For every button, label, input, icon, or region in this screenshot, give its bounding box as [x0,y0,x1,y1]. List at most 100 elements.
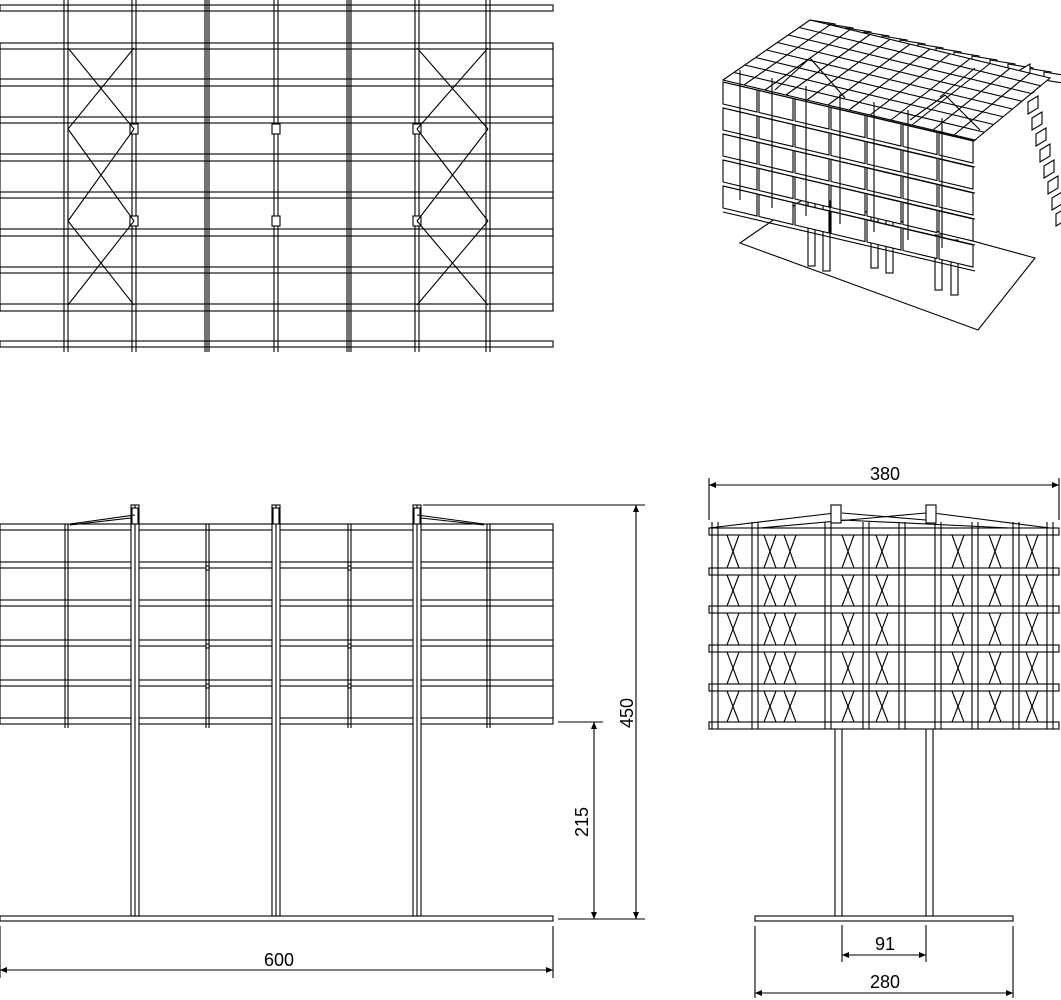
plan-brace [67,47,135,130]
side-louvre [789,690,797,707]
side-louvre [783,574,791,591]
side-louvre [763,534,771,552]
iso-tie [909,94,946,121]
side-louvre [951,667,959,685]
side-louvre [783,534,791,552]
dimension-arrow [709,482,716,488]
plan-beam [0,42,554,50]
plan-view [0,0,554,352]
side-louvre [732,534,740,552]
side-louvre [951,651,959,669]
side-louvre [881,628,889,646]
dimension-side-base-width: 280 [870,972,900,992]
side-louvre [841,690,849,707]
side-louvre [847,612,855,630]
side-louvre [994,574,1002,591]
side-louvre [732,690,740,707]
side-louvre [726,667,734,685]
side-louvre [789,667,797,685]
side-louvre [763,690,771,707]
side-louvre [988,574,996,591]
side-louvre [1031,706,1039,723]
side-louvre [875,590,883,607]
side-louvre [789,534,797,552]
iso-tie [774,57,811,91]
side-louvre [769,706,777,723]
side-louvre [783,667,791,685]
dimension-arrow [842,952,849,958]
front-pin [205,643,210,649]
front-post-cap [413,507,421,525]
iso-facade-panel [794,124,830,156]
iso-rail [722,81,976,142]
side-beam [708,683,1060,692]
iso-side-fin [1043,159,1055,179]
dimension-front-total-height: 450 [617,698,637,728]
iso-rail [722,107,976,168]
side-louvre [988,706,996,723]
iso-facade-panel [866,167,902,199]
side-tie [841,519,1011,529]
iso-facade-panel [758,193,794,226]
side-louvre [847,651,855,669]
side-louvre [957,574,965,591]
front-pin [205,565,210,571]
side-tie [932,512,1051,529]
side-louvre [875,628,883,646]
front-post-cap [131,507,139,525]
iso-rail [722,211,976,272]
side-louvre [1025,612,1033,630]
side-louvre [789,590,797,607]
side-louvre [1025,690,1033,707]
side-louvre [783,612,791,630]
front-post-cap [272,507,280,525]
side-louvre [763,612,771,630]
plan-beam [0,228,554,237]
iso-tie [944,94,981,131]
side-beam [708,721,1060,730]
side-tie [708,512,836,529]
iso-facade-panel [830,132,866,165]
side-louvre [763,706,771,723]
side-louvre [881,534,889,552]
side-louvre [957,612,965,630]
dimension-arrow [0,967,7,973]
side-post-cap [925,504,937,524]
plan-beam [0,340,554,348]
iso-side-fin [1051,191,1061,211]
plan-beam [0,153,554,162]
side-louvre [951,590,959,607]
side-louvre [732,574,740,591]
side-louvre [847,590,855,607]
dimension-front-clear-height: 215 [572,807,592,837]
side-louvre [726,706,734,723]
side-beam [708,644,1060,653]
side-louvre [726,628,734,646]
side-louvre [988,651,996,669]
side-louvre [789,651,797,669]
iso-side-fin [1027,95,1039,115]
dimension-front-width: 600 [264,950,294,970]
side-louvre [732,612,740,630]
side-louvre [769,612,777,630]
side-louvre [988,690,996,707]
side-louvre [769,551,777,569]
plan-brace [416,128,489,222]
side-louvre [994,690,1002,707]
side-louvre [769,590,777,607]
side-louvre [951,574,959,591]
side-louvre [1031,574,1039,591]
side-louvre [881,667,889,685]
side-louvre [881,612,889,630]
side-louvre [789,574,797,591]
side-louvre [875,551,883,569]
side-louvre [1025,551,1033,569]
iso-grid-line [777,41,1023,102]
side-louvre [732,667,740,685]
dimension-arrow [1006,990,1013,996]
side-louvre [763,590,771,607]
side-louvre [994,628,1002,646]
iso-facade-panel [830,158,866,191]
side-louvre [789,551,797,569]
front-pin [347,683,352,689]
